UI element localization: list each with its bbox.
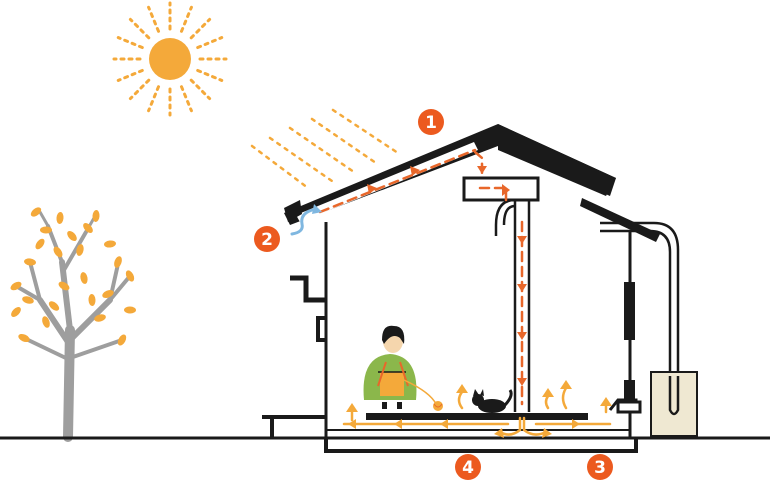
- sun-ray: [128, 78, 151, 101]
- sun-ray: [147, 5, 161, 33]
- underfloor-arrowheads: [346, 397, 612, 438]
- badge-2: 2: [254, 226, 280, 252]
- sun-ray: [179, 5, 193, 33]
- leaf: [125, 270, 135, 282]
- sun-icon: [112, 1, 228, 117]
- floor: [326, 413, 630, 431]
- sun-ray: [116, 68, 144, 82]
- pipe-to-tank: [600, 221, 680, 412]
- cool-air-intake: [290, 204, 322, 236]
- roof: [284, 124, 616, 225]
- leaf: [80, 272, 88, 284]
- badge-4: 4: [455, 454, 481, 480]
- sun-ray: [179, 85, 193, 113]
- leaf: [114, 256, 122, 268]
- leaf: [83, 223, 93, 233]
- leaf: [94, 314, 106, 322]
- leaf: [53, 246, 63, 258]
- leaf: [67, 230, 77, 242]
- leaf: [18, 333, 30, 343]
- solar-rays: [250, 108, 400, 190]
- sun-ray: [189, 78, 212, 101]
- sun-ray: [196, 68, 224, 82]
- leaf: [35, 238, 45, 250]
- leaf: [102, 290, 114, 298]
- lower-eave: [580, 198, 660, 242]
- sun-ray: [196, 36, 224, 50]
- walls: [290, 222, 635, 438]
- leaf: [48, 301, 60, 311]
- hot-water-tank: [650, 371, 698, 437]
- leaf: [124, 306, 136, 314]
- outdoor-unit: [608, 398, 642, 414]
- leaf: [56, 212, 64, 224]
- badge-1-label: 1: [425, 113, 437, 133]
- cat-icon: [472, 389, 513, 413]
- warm-air-arrowheads: [367, 166, 527, 386]
- leaf: [76, 244, 84, 256]
- leaf: [30, 207, 42, 217]
- room-up-arrows: [457, 386, 568, 410]
- leaf: [11, 307, 21, 317]
- badge-3-label: 3: [594, 458, 606, 478]
- tree-icon: [10, 207, 136, 442]
- leaf: [42, 316, 50, 328]
- leaf: [24, 258, 36, 266]
- badge-1: 1: [418, 109, 444, 135]
- leaf: [58, 281, 70, 291]
- leaf: [117, 334, 127, 346]
- sun-ray: [116, 36, 144, 50]
- person-knitting-icon: [363, 325, 437, 409]
- underfloor-space: [324, 438, 638, 453]
- badge-4-label: 4: [462, 458, 474, 478]
- vertical-duct: [494, 198, 531, 412]
- leaf: [104, 240, 116, 248]
- leaf: [88, 294, 96, 306]
- leaf: [22, 296, 34, 304]
- yarn-ball-icon: [433, 401, 443, 411]
- sun-ray: [189, 17, 212, 40]
- leaf: [40, 226, 52, 234]
- sun-ray: [147, 85, 161, 113]
- leaf: [10, 281, 22, 291]
- badge-3: 3: [587, 454, 613, 480]
- deck: [262, 415, 326, 438]
- badge-2-label: 2: [261, 230, 273, 250]
- sun-ray: [128, 17, 151, 40]
- leaf: [92, 210, 100, 222]
- room-up-arrowheads: [456, 380, 572, 397]
